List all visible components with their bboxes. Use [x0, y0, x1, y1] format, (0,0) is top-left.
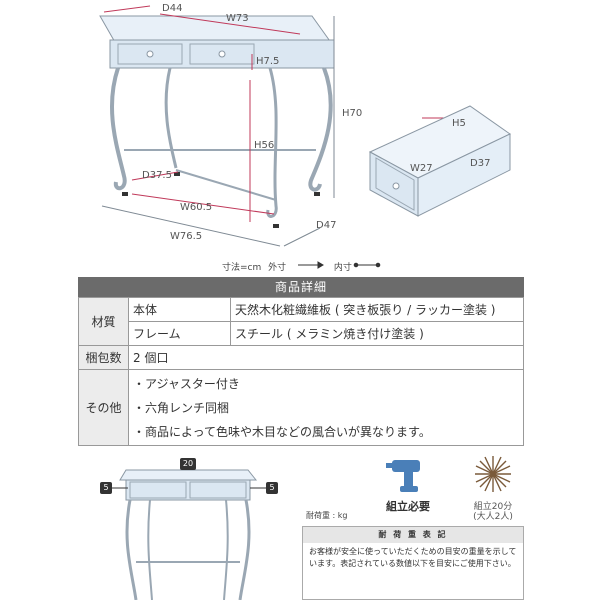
- dim-w60-5: W60.5: [180, 202, 213, 213]
- power-drill-icon: [386, 460, 420, 492]
- load-left-value: 5: [103, 483, 109, 492]
- dim-h5: H5: [452, 118, 466, 129]
- dimension-legend: 寸法=cm 外寸 内寸: [222, 260, 356, 273]
- list-item: ・アジャスター付き: [133, 376, 240, 391]
- body-value: 天然木化粧繊維板 ( 突き板張り / ラッカー塗装 ): [230, 297, 524, 322]
- other-label: その他: [78, 369, 129, 446]
- list-item: ・商品によって色味や木目などの風合いが異なります。: [133, 424, 431, 439]
- dim-h70: H70: [342, 108, 363, 119]
- legend-outer: 外寸: [268, 263, 287, 273]
- spec-title: 商品詳細: [78, 277, 524, 297]
- load-capacity-illustration: [100, 458, 278, 600]
- dim-w73: W73: [226, 13, 249, 24]
- product-diagram: D44 W73 H7.5 H70 H56 D37.5 W60.5 W76.5 D…: [0, 0, 600, 273]
- load-notice-title: 耐 荷 重 表 記: [303, 527, 523, 543]
- frame-value: スチール ( メラミン焼き付け塗装 ): [230, 321, 524, 346]
- dim-d37-5: D37.5: [142, 170, 172, 181]
- dim-d37: D37: [470, 158, 491, 169]
- package-value: 2 個口: [128, 345, 524, 370]
- assembly-required-block: 組立必要: [380, 454, 436, 512]
- clock-burst-icon: [475, 456, 511, 492]
- other-values: ・アジャスター付き ・六角レンチ同梱 ・商品によって色味や木目などの風合いが異な…: [128, 369, 524, 446]
- spec-table: 材質 本体 天然木化粧繊維板 ( 突き板張り / ラッカー塗装 ) フレーム ス…: [78, 297, 524, 446]
- legend-inner: 内寸: [333, 263, 352, 273]
- load-notice-text: お客様が安全に使っていただくための目安の重量を示しています。表記されている数値以…: [309, 547, 517, 568]
- package-label: 梱包数: [78, 345, 129, 370]
- load-unit-label: 耐荷重 : kg: [306, 511, 348, 520]
- assembly-time-sub: (大人2人): [473, 512, 513, 522]
- body-label: 本体: [128, 297, 231, 322]
- dim-w76-5: W76.5: [170, 231, 203, 242]
- load-top-value: 20: [182, 459, 194, 468]
- table-row: 梱包数 2 個口: [78, 345, 524, 370]
- bottom-info: 20 5 5 組立必要 組立20分 (大人2人) 耐荷: [0, 452, 600, 600]
- assembly-label: 組立必要: [386, 500, 430, 513]
- dim-h56: H56: [254, 140, 275, 151]
- load-right-value: 5: [269, 483, 275, 492]
- assembly-time-block: 組立20分 (大人2人): [458, 454, 528, 522]
- dim-w27: W27: [410, 163, 433, 174]
- material-label: 材質: [78, 297, 129, 346]
- desk-illustration: [99, 5, 511, 269]
- dim-d44: D44: [162, 3, 183, 14]
- frame-label: フレーム: [128, 321, 231, 346]
- dim-d47: D47: [316, 220, 337, 231]
- dim-h7-5: H7.5: [256, 56, 280, 67]
- assembly-time-label: 組立20分: [473, 502, 513, 512]
- table-row: その他 ・アジャスター付き ・六角レンチ同梱 ・商品によって色味や木目などの風合…: [78, 369, 524, 446]
- load-notice-box: 耐 荷 重 表 記 お客様が安全に使っていただくための目安の重量を示しています。…: [302, 526, 524, 600]
- table-row: フレーム スチール ( メラミン焼き付け塗装 ): [79, 321, 524, 346]
- table-row: 材質 本体 天然木化粧繊維板 ( 突き板張り / ラッカー塗装 ): [78, 297, 524, 346]
- legend-unit: 寸法=cm: [222, 263, 262, 273]
- list-item: ・六角レンチ同梱: [133, 400, 230, 415]
